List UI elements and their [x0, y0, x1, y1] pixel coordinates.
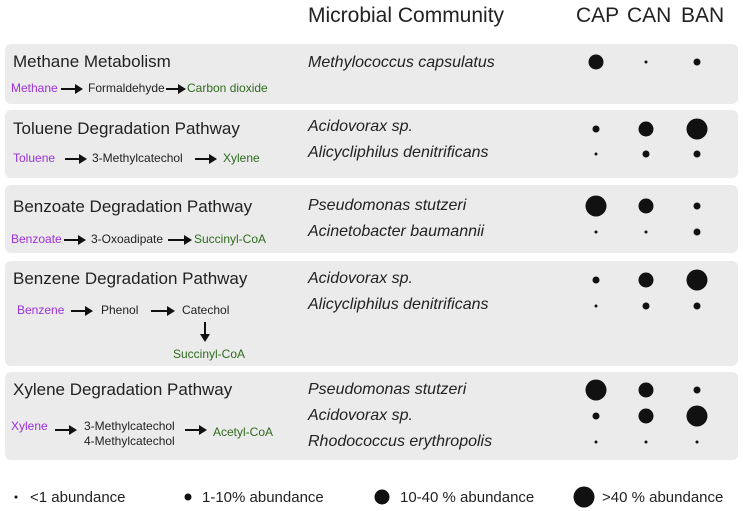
arrow-icon [71, 306, 93, 316]
header-cap: CAP [576, 4, 620, 27]
organism-name: Alicycliphilus denitrificans [308, 296, 489, 313]
abundance-dot-can [644, 230, 648, 234]
compound-substrate: Methane [11, 81, 58, 95]
arrow-icon [195, 154, 217, 164]
abundance-dot-can [638, 408, 654, 424]
abundance-dot-ban [686, 269, 708, 291]
abundance-dot-can [638, 382, 654, 398]
compound-product: Carbon dioxide [187, 81, 268, 95]
abundance-dot-can [644, 60, 648, 64]
compound-intermediate: 3-Oxoadipate [91, 232, 164, 246]
legend-label: 10-40 % abundance [400, 489, 535, 506]
compound-substrate: Xylene [11, 419, 48, 433]
abundance-dot-can [638, 121, 654, 137]
pathway-title: Benzoate Degradation Pathway [13, 197, 253, 216]
organism-name: Acinetobacter baumannii [308, 223, 485, 240]
compound-substrate: Toluene [13, 151, 56, 165]
abundance-dot-cap [594, 152, 598, 156]
legend-label: 1-10% abundance [202, 489, 324, 506]
abundance-dot-can [638, 198, 654, 214]
legend-dot [14, 495, 18, 499]
compound-intermediate: 4-Methylcatechol [84, 434, 175, 448]
abundance-dot-can [642, 302, 650, 310]
arrow-icon [64, 235, 86, 245]
organism-name: Alicycliphilus denitrificans [308, 144, 489, 161]
arrow-icon [151, 306, 175, 316]
compound-intermediate: Phenol [101, 303, 139, 317]
arrow-icon [65, 154, 87, 164]
compound-intermediate: 3-Methylcatechol [92, 151, 183, 165]
organism-name: Acidovorax sp. [308, 118, 413, 135]
pathway-panel-toluene: Toluene Degradation Pathway Toluene 3-Me… [5, 110, 738, 178]
abundance-dot-cap [594, 440, 598, 444]
legend-label: <1 abundance [30, 489, 126, 506]
organism-name: Methylococcus capsulatus [308, 54, 495, 71]
abundance-dot-cap [594, 304, 598, 308]
abundance-dot-ban [693, 228, 701, 236]
compound-intermediate: Catechol [182, 303, 230, 317]
compound-product: Succinyl-CoA [194, 232, 267, 246]
abundance-dot-ban [693, 202, 701, 210]
header-ban: BAN [681, 4, 725, 27]
abundance-dot-cap [585, 379, 607, 401]
compound-product: Xylene [223, 151, 260, 165]
compound-substrate: Benzene [17, 303, 65, 317]
pathway-title: Xylene Degradation Pathway [13, 380, 233, 399]
arrow-icon [55, 425, 77, 435]
arrow-icon [185, 425, 207, 435]
compound-substrate: Benzoate [11, 232, 62, 246]
abundance-dot-ban [695, 440, 699, 444]
abundance-dot-cap [592, 412, 600, 420]
organism-name: Rhodococcus erythropolis [308, 433, 493, 450]
abundance-dot-ban [693, 302, 701, 310]
abundance-dot-can [644, 440, 648, 444]
header-can: CAN [627, 4, 672, 27]
compound-product: Succinyl-CoA [173, 347, 246, 361]
arrow-icon [168, 235, 192, 245]
abundance-dot-can [642, 150, 650, 158]
legend-label: >40 % abundance [602, 489, 724, 506]
abundance-dot-cap [592, 276, 600, 284]
abundance-dot-ban [693, 58, 701, 66]
abundance-dot-ban [693, 386, 701, 394]
legend-dot [374, 489, 390, 505]
arrow-down-icon [200, 322, 210, 342]
organism-name: Pseudomonas stutzeri [308, 197, 467, 214]
abundance-dot-can [638, 272, 654, 288]
legend-dot [184, 493, 192, 501]
abundance-dot-cap [594, 230, 598, 234]
pathway-panel-benzene: Benzene Degradation Pathway Benzene Phen… [5, 261, 738, 366]
pathway-panel-benzoate: Benzoate Degradation Pathway Benzoate 3-… [5, 185, 738, 253]
arrow-icon [166, 84, 186, 94]
pathway-title: Benzene Degradation Pathway [13, 269, 248, 288]
organism-name: Pseudomonas stutzeri [308, 381, 467, 398]
abundance-dot-cap [585, 195, 607, 217]
organism-name: Acidovorax sp. [308, 407, 413, 424]
abundance-dot-ban [686, 405, 708, 427]
pathway-panel-methane: Methane Metabolism Methane Formaldehyde … [5, 44, 738, 104]
abundance-dot-ban [693, 150, 701, 158]
pathway-panel-xylene: Xylene Degradation Pathway Xylene 3-Meth… [5, 372, 738, 460]
abundance-dot-cap [588, 54, 604, 70]
legend-dot [573, 486, 595, 508]
compound-intermediate: 3-Methylcatechol [84, 419, 175, 433]
abundance-dot-ban [686, 118, 708, 140]
abundance-dot-cap [592, 125, 600, 133]
pathway-title: Methane Metabolism [13, 52, 171, 71]
organism-name: Acidovorax sp. [308, 270, 413, 287]
arrow-icon [61, 84, 83, 94]
pathway-title: Toluene Degradation Pathway [13, 119, 240, 138]
header-microbial-community: Microbial Community [308, 4, 505, 27]
compound-intermediate: Formaldehyde [88, 81, 165, 95]
compound-product: Acetyl-CoA [213, 425, 274, 439]
